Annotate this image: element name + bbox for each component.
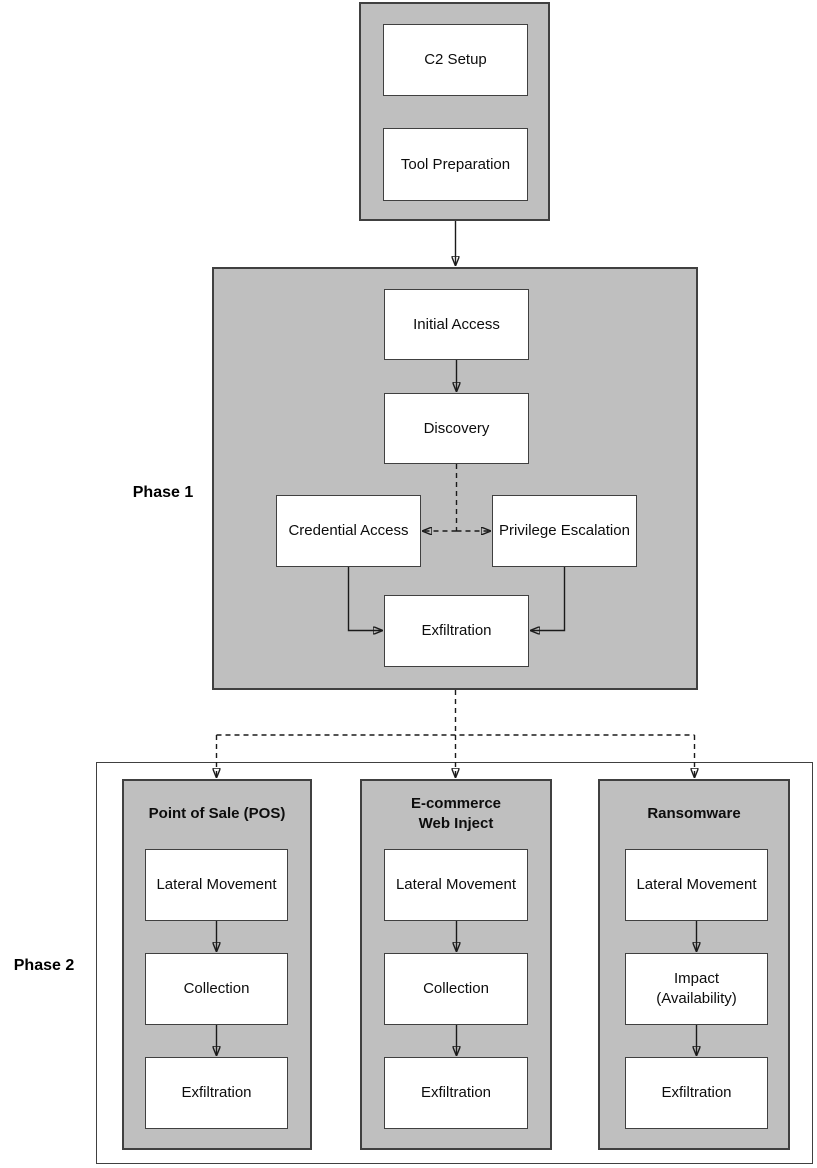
node-tool-preparation: Tool Preparation (383, 128, 528, 201)
column-title-ecommerce: E-commerce Web Inject (410, 795, 502, 832)
node-privilege-escalation: Privilege Escalation (492, 495, 637, 567)
node-pos-exfiltration: Exfiltration (145, 1057, 288, 1129)
phase2-label: Phase 2 (13, 957, 75, 974)
node-ecommerce-collection: Collection (384, 953, 528, 1025)
node-pos-collection: Collection (145, 953, 288, 1025)
column-title-pos: Point of Sale (POS) (148, 805, 286, 822)
column-title-ransomware: Ransomware (647, 805, 741, 822)
node-ransomware-impact: Impact (Availability) (625, 953, 768, 1025)
phase1-label: Phase 1 (132, 484, 194, 501)
node-ecommerce-lateral-movement: Lateral Movement (384, 849, 528, 921)
node-exfiltration-phase1: Exfiltration (384, 595, 529, 667)
node-initial-access: Initial Access (384, 289, 529, 360)
node-ransomware-exfiltration: Exfiltration (625, 1057, 768, 1129)
node-credential-access: Credential Access (276, 495, 421, 567)
node-c2-setup: C2 Setup (383, 24, 528, 96)
node-discovery: Discovery (384, 393, 529, 464)
node-ecommerce-exfiltration: Exfiltration (384, 1057, 528, 1129)
node-ransomware-lateral-movement: Lateral Movement (625, 849, 768, 921)
node-pos-lateral-movement: Lateral Movement (145, 849, 288, 921)
